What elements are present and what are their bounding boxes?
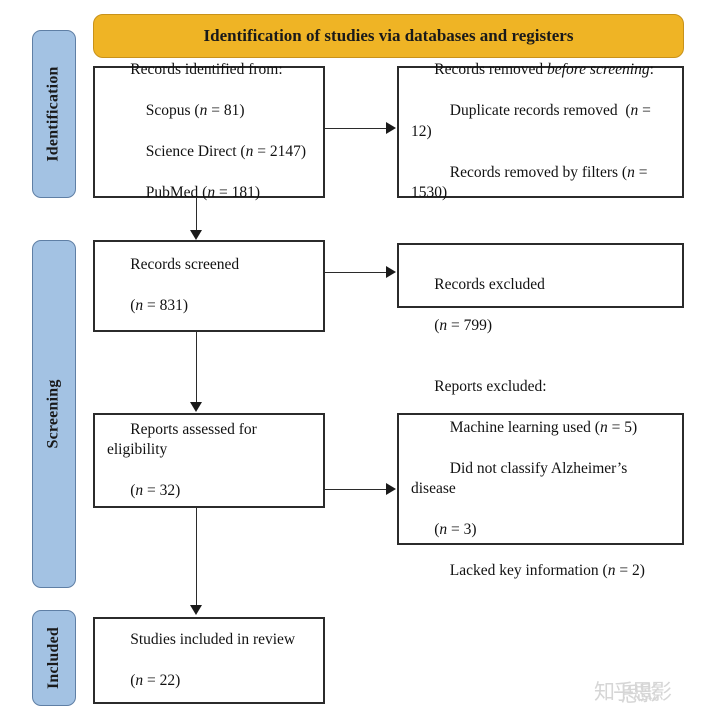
txt-ri-4a: PubMed ( [130,184,208,202]
txt-re-2i: n [439,317,448,335]
connector-assessed-to-included [196,508,197,608]
diagram-title-banner: Identification of studies via databases … [93,14,684,58]
txt-ri-1: Records identified from: [130,61,283,79]
txt-rr-3b: = 1530) [411,163,652,202]
txt-ri-3i: n [245,143,254,161]
txt-rs-1: Records screened [130,256,240,274]
arrowhead-screened-to-assessed [190,402,202,412]
box-records-screened-text: Records screened (n = 831) [107,235,239,337]
phase-label-screening: Screening [45,379,62,449]
arrowhead-identified-to-removed [386,122,396,134]
txt-rx-4b: = 3) [447,520,477,538]
box-studies-included: Studies included in review (n = 22) [93,617,325,704]
connector-screened-to-excluded [325,272,387,273]
txt-ra-2a: ( [130,481,136,499]
txt-ra-1: Reports assessed for eligibility [107,420,261,459]
watermark-text-primary: 知乎思影 [594,680,672,704]
connector-identified-to-removed [325,128,387,129]
txt-ri-4i: n [207,184,216,202]
txt-si-2b: = 22) [143,671,181,689]
txt-ra-2b: = 32) [143,481,181,499]
txt-ri-3a: Science Direct ( [130,143,246,161]
watermark-text-secondary: 思影 [619,680,659,708]
box-reports-assessed: Reports assessed for eligibility (n = 32… [93,413,325,508]
box-records-identified: Records identified from: Scopus (n = 81)… [93,61,325,201]
box-studies-included-text: Studies included in review (n = 22) [107,609,295,711]
box-records-screened: Records screened (n = 831) [93,240,325,332]
txt-ri-4b: = 181) [215,184,260,202]
phase-label-included: Included [45,626,63,690]
txt-rx-5i: n [607,561,616,579]
arrowhead-assessed-to-included [190,605,202,615]
txt-rx-2i: n [599,418,608,436]
box-records-excluded-text: Records excluded (n = 799) [411,255,545,357]
watermark: 知乎思影 思影 [594,676,672,707]
phase-sidebar-screening: Screening [32,240,76,588]
box-records-excluded: Records excluded (n = 799) [397,243,684,334]
box-records-identified-text: Records identified from: Scopus (n = 81)… [107,40,306,224]
connector-assessed-to-excluded [325,489,387,490]
txt-si-2a: ( [130,671,136,689]
txt-rx-5a: Lacked key information ( [434,561,608,579]
txt-re-2b: = 799) [447,317,493,335]
txt-rx-5b: = 2) [615,561,645,579]
txt-rr-2i: n [630,102,639,120]
box-records-removed: Records removed before screening: Duplic… [397,61,684,201]
txt-rr-1i: before screening [547,61,650,79]
txt-rs-2i: n [135,297,144,315]
txt-ri-2i: n [199,102,208,120]
txt-rr-3a: Records removed by filters ( [434,163,628,181]
box-records-removed-text: Records removed before screening: Duplic… [411,40,672,224]
txt-rx-2a: Machine learning used ( [434,418,600,436]
txt-rs-2b: = 831) [143,297,189,315]
page-title: Identification of studies via databases … [203,26,574,45]
txt-si-2i: n [135,671,144,689]
txt-ra-2i: n [135,481,144,499]
box-reports-excluded: Reports excluded: Machine learning used … [397,378,684,579]
txt-rx-4a: ( [434,520,440,538]
phase-sidebar-identification: Identification [32,30,76,198]
txt-rx-1: Reports excluded: [434,377,547,395]
arrowhead-identified-to-screened [190,230,202,240]
txt-rr-1b: : [649,61,654,79]
txt-re-2a: ( [434,317,440,335]
connector-screened-to-assessed [196,332,197,404]
phase-label-identification: Identification [45,66,62,162]
phase-sidebar-included: Included [32,610,76,706]
arrowhead-assessed-to-excluded [386,483,396,495]
txt-rx-2b: = 5) [607,418,638,436]
box-reports-assessed-text: Reports assessed for eligibility (n = 32… [107,399,313,522]
arrowhead-screened-to-excluded [386,266,396,278]
txt-rr-2b: = 12) [411,102,655,140]
connector-identified-to-screened [196,198,197,232]
txt-rr-2a: Duplicate records removed ( [434,102,631,120]
txt-re-1: Records excluded [434,276,545,294]
txt-ri-3b: = 2147) [253,143,306,161]
txt-rx-3: Did not classify Alzheimer’s disease [411,459,632,497]
txt-rx-4i: n [439,520,448,538]
box-reports-excluded-text: Reports excluded: Machine learning used … [411,356,672,601]
txt-rr-1a: Records removed [434,61,548,79]
txt-rr-3i: n [627,163,635,181]
txt-ri-2b: = 81) [207,102,245,120]
txt-si-1: Studies included in review [130,630,296,648]
txt-ri-2a: Scopus ( [130,102,200,120]
txt-rs-2a: ( [130,297,136,315]
